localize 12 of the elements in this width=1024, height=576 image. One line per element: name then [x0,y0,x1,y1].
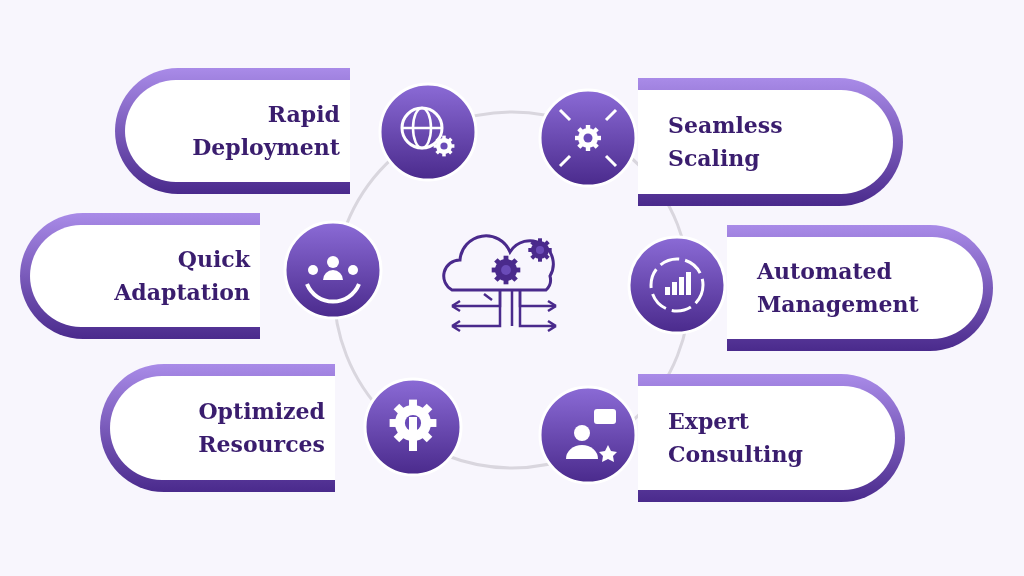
card-label: Optimized Resources [197,397,325,459]
pill-card [100,364,335,492]
card-label: Seamless Scaling [668,111,784,173]
pill-card [20,213,260,339]
pill-card [727,225,993,351]
pill-card [638,78,903,206]
card-label: Rapid Deployment [191,100,340,162]
card-label: Expert Consulting [668,407,804,469]
pill-card [115,68,350,194]
card-label: Quick Adaptation [113,245,250,307]
card-label: Automated Management [757,257,920,319]
pill-card [638,374,905,502]
